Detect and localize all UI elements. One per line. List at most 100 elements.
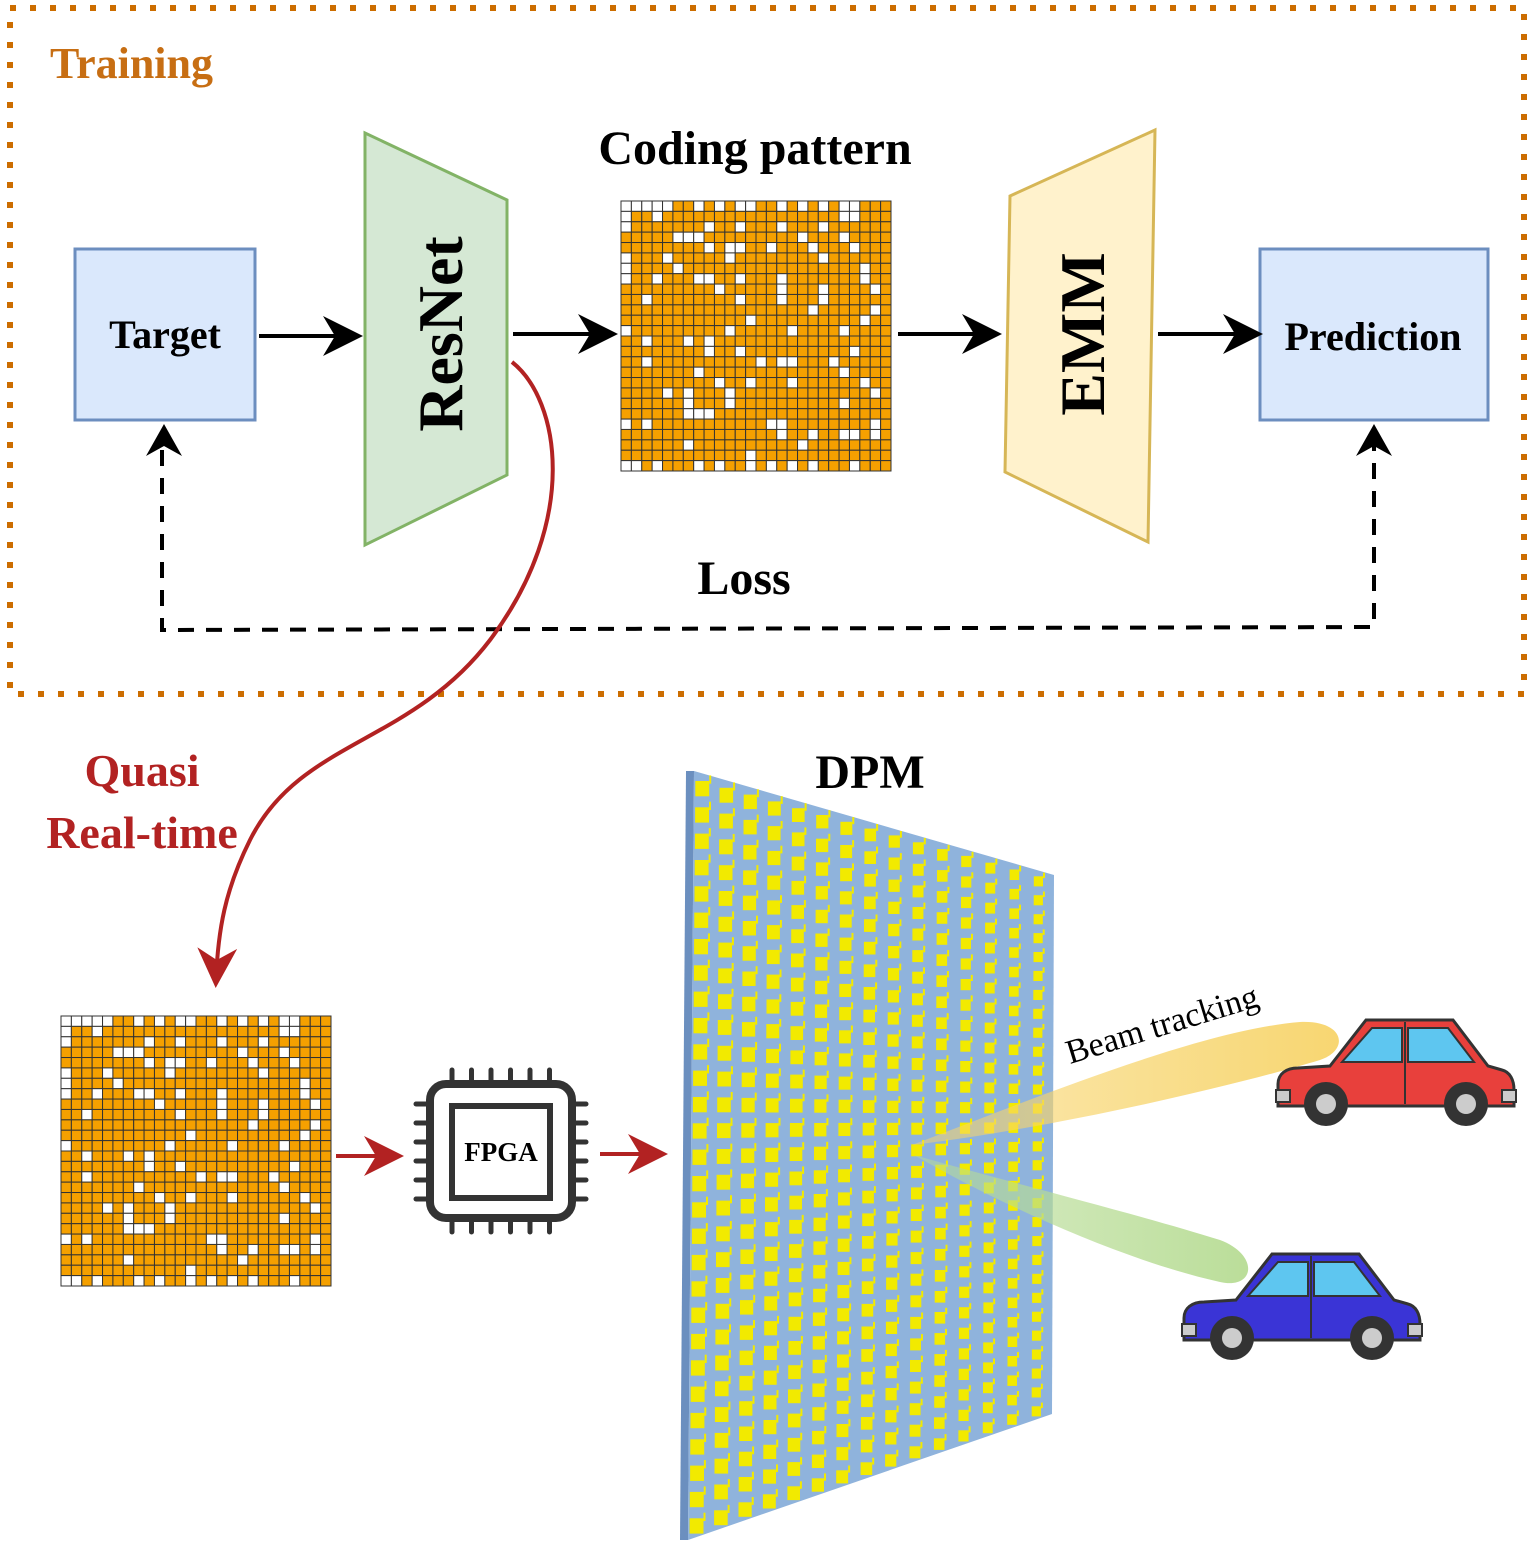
pattern-cell (817, 325, 830, 337)
pattern-cell (797, 231, 809, 244)
pattern-cell (143, 1129, 155, 1142)
pattern-cell (60, 1192, 72, 1204)
dpm-meta-atom-stub (922, 1010, 925, 1017)
dpm-meta-atom-stub (827, 1023, 829, 1031)
pattern-cell (205, 1181, 218, 1194)
pattern-cell (153, 1264, 166, 1277)
pattern-cell (174, 1212, 187, 1225)
pattern-cell (848, 356, 861, 368)
pattern-cell (838, 314, 850, 327)
pattern-cell (797, 221, 809, 233)
pattern-cell (641, 428, 653, 441)
pattern-cell (869, 325, 882, 337)
dpm-meta-atom (1009, 966, 1019, 978)
dpm-meta-atom-stub (971, 913, 974, 920)
dpm-meta-atom-stub (875, 959, 878, 967)
pattern-cell (164, 1129, 176, 1142)
pattern-cell (143, 1140, 155, 1152)
pattern-cell (81, 1046, 93, 1059)
pattern-cell (216, 1243, 228, 1256)
pattern-cell (838, 325, 850, 337)
dpm-meta-atom (958, 1327, 970, 1339)
pattern-cell (693, 314, 705, 327)
pattern-cell (786, 293, 799, 306)
pattern-cell (309, 1077, 322, 1090)
pattern-cell (848, 439, 861, 451)
quasi-label-line2: Real-time (46, 807, 238, 858)
pattern-cell (828, 366, 840, 379)
pattern-cell (848, 408, 861, 420)
pattern-cell (112, 1233, 124, 1245)
dpm-meta-atom-stub (945, 1181, 948, 1188)
pattern-cell (216, 1150, 228, 1162)
dpm-meta-atom (814, 1099, 827, 1113)
dpm-meta-atom-stub (1017, 1177, 1020, 1183)
dpm-meta-atom-stub (704, 1354, 707, 1363)
dpm-meta-atom-stub (920, 1442, 923, 1449)
pattern-cell (755, 345, 767, 358)
dpm-meta-atom-stub (728, 1375, 731, 1384)
dpm-meta-atom-stub (849, 1326, 851, 1334)
pattern-cell (288, 1036, 301, 1048)
pattern-cell (205, 1088, 218, 1100)
pattern-cell (869, 428, 882, 441)
pattern-cell (112, 1160, 124, 1173)
pattern-cell (133, 1140, 145, 1152)
pattern-cell (713, 200, 726, 212)
pattern-cell (70, 1108, 83, 1121)
pattern-cell (257, 1015, 270, 1027)
dpm-meta-atom (934, 1396, 945, 1408)
pattern-cell (880, 460, 892, 472)
dpm-meta-atom-stub (706, 1170, 709, 1179)
pattern-cell (143, 1171, 155, 1183)
pattern-cell (81, 1150, 93, 1162)
pattern-cell (247, 1264, 259, 1277)
pattern-cell (765, 273, 778, 285)
dpm-meta-atom (814, 1004, 828, 1018)
dpm-meta-atom (788, 1268, 802, 1283)
pattern-cell (299, 1098, 311, 1110)
dpm-meta-atom-stub (970, 1036, 973, 1043)
pattern-cell (724, 200, 736, 212)
dpm-meta-atom-stub (827, 928, 830, 936)
dpm-meta-atom (886, 1189, 898, 1202)
pattern-cell (848, 366, 861, 379)
pattern-cell (205, 1046, 218, 1059)
pattern-cell (859, 366, 871, 379)
pattern-cell (786, 200, 799, 212)
pattern-cell (133, 1275, 145, 1287)
dpm-meta-atom (813, 1194, 826, 1208)
pattern-cell (682, 418, 695, 430)
pattern-cell (216, 1212, 228, 1225)
dpm-meta-atom (935, 1059, 947, 1072)
pattern-cell (185, 1171, 197, 1183)
dpm-meta-atom (1007, 1394, 1017, 1406)
dpm-meta-atom-stub (1018, 1021, 1021, 1027)
pattern-cell (713, 356, 726, 368)
dpm-meta-atom-stub (825, 1307, 828, 1315)
dpm-meta-atom-stub (875, 869, 878, 877)
pattern-cell (724, 221, 736, 233)
pattern-cell (662, 262, 674, 275)
dpm-meta-atom (717, 1123, 731, 1139)
pattern-cell (164, 1233, 176, 1245)
pattern-cell (226, 1129, 239, 1142)
dpm-meta-atom (983, 1382, 993, 1394)
dpm-meta-atom (789, 1219, 802, 1234)
dpm-meta-atom-stub (1042, 948, 1045, 954)
pattern-cell (164, 1223, 176, 1235)
dpm-meta-atom (937, 849, 948, 861)
dpm-meta-atom-stub (944, 1392, 947, 1399)
dpm-meta-atom-stub (779, 994, 782, 1002)
pattern-cell (869, 387, 882, 399)
pattern-cell (60, 1264, 72, 1277)
pattern-cell (817, 242, 830, 254)
pattern-cell (102, 1098, 114, 1110)
pattern-cell (60, 1077, 72, 1090)
pattern-cell (797, 345, 809, 358)
dpm-meta-atom-stub (944, 1434, 947, 1441)
dpm-meta-atom (740, 1274, 754, 1290)
pattern-cell (216, 1181, 228, 1194)
pattern-cell (620, 200, 632, 212)
pattern-cell (216, 1233, 228, 1245)
